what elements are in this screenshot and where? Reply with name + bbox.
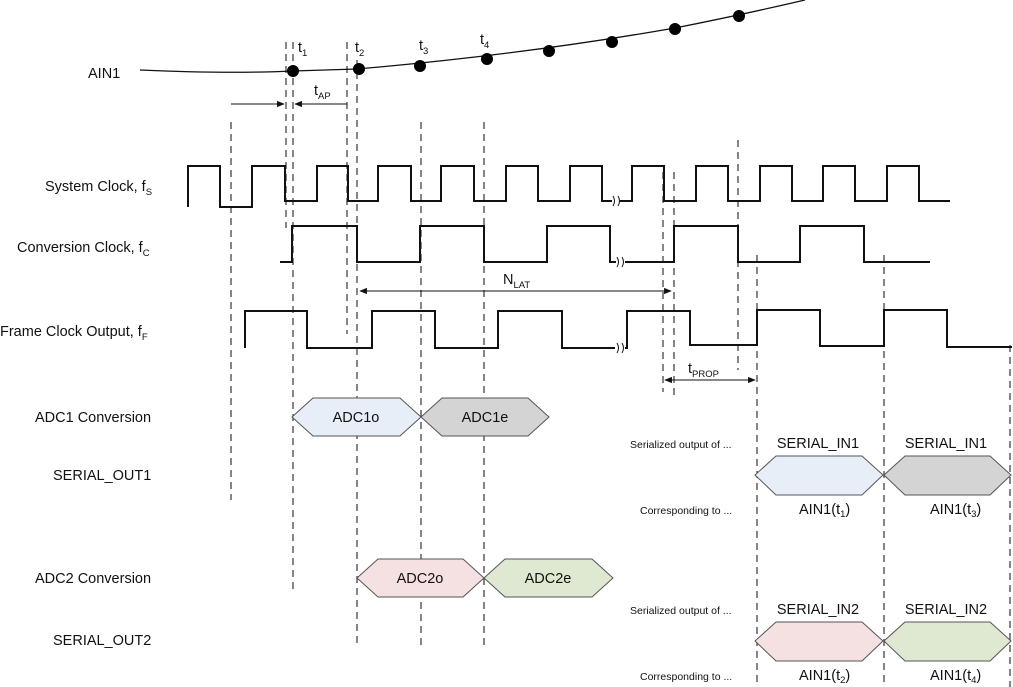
system-clock-waveform: [187, 165, 950, 208]
sample-dot: [481, 53, 493, 65]
sample-label-t2: t2: [355, 40, 364, 59]
serial-in2-label-b: SERIAL_IN2: [905, 602, 987, 618]
serialized-caption-2: Serialized output of ...: [630, 605, 732, 617]
ain-t1-label: AIN1(t1): [799, 502, 850, 520]
ain1-label: AIN1: [88, 66, 120, 82]
ain-t4-label: AIN1(t4): [930, 668, 981, 686]
serial-out2-hex-b: [883, 621, 1012, 662]
sample-dot: [543, 45, 555, 57]
sample-label-t3: t3: [419, 38, 428, 57]
sample-dot: [353, 63, 365, 75]
serial-out1-hex-a: [754, 455, 884, 496]
ain-t3-label: AIN1(t3): [930, 502, 981, 520]
sample-label-t1: t1: [298, 40, 307, 59]
guide-lines: [230, 42, 1011, 687]
serial-out2-hex-a: [754, 621, 884, 662]
serial-in1-label-a: SERIAL_IN1: [777, 436, 859, 452]
corresponding-caption-1: Corresponding to ...: [640, 505, 732, 517]
ain1-waveform: [139, 0, 806, 73]
adc1-even-label: ADC1e: [462, 410, 509, 426]
break-mark: [612, 195, 620, 207]
serial-out1-label: SERIAL_OUT1: [53, 468, 151, 484]
serial-in1-label-b: SERIAL_IN1: [905, 436, 987, 452]
system-clock-label: System Clock, fS: [45, 179, 152, 198]
serial-out1-hex-b: [883, 455, 1012, 496]
sample-dots: [287, 10, 745, 77]
adc2-conversion-label: ADC2 Conversion: [35, 571, 151, 587]
adc2-odd-label: ADC2o: [397, 571, 444, 587]
frame-clock-label: Frame Clock Output, fF: [0, 324, 148, 343]
serial-out2-label: SERIAL_OUT2: [53, 633, 151, 649]
ain-t2-label: AIN1(t2): [799, 668, 850, 686]
sample-dot: [414, 60, 426, 72]
adc2-even-label: ADC2e: [525, 571, 572, 587]
sample-dot: [733, 10, 745, 22]
latency-label: NLAT: [503, 272, 530, 291]
adc1-even-conversion-hex: [420, 397, 550, 437]
sample-dot: [606, 36, 618, 48]
propagation-label: tPROP: [688, 361, 719, 380]
serialized-caption-1: Serialized output of ...: [630, 439, 732, 451]
conversion-clock-waveform: [280, 225, 930, 263]
sample-dot: [287, 65, 299, 77]
adc2-even-conversion-hex: [483, 558, 614, 598]
break-mark: [616, 256, 624, 268]
corresponding-caption-2: Corresponding to ...: [640, 671, 732, 683]
break-mark: [616, 342, 624, 354]
adc1-conversion-label: ADC1 Conversion: [35, 410, 151, 426]
aperture-label: tAP: [314, 83, 331, 102]
sample-label-t4: t4: [480, 32, 489, 51]
sample-dot: [669, 23, 681, 35]
conversion-clock-label: Conversion Clock, fC: [17, 240, 150, 259]
serial-in2-label-a: SERIAL_IN2: [777, 602, 859, 618]
adc1-odd-label: ADC1o: [333, 410, 380, 426]
frame-clock-waveform: [244, 309, 1012, 349]
